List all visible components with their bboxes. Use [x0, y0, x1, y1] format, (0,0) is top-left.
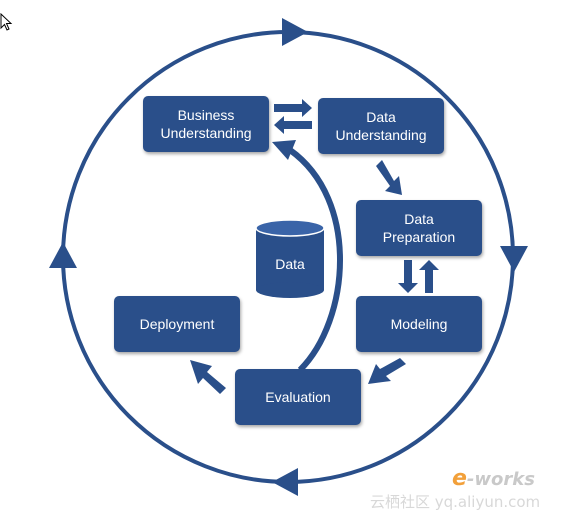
ring-arrowhead-bottom	[272, 468, 298, 496]
deployment-label: Deployment	[139, 316, 215, 332]
arrow-data-understanding-to-preparation	[376, 160, 402, 195]
arrow-data-understanding-to-business	[274, 116, 312, 134]
arrow-modeling-to-evaluation	[368, 358, 406, 384]
data-understanding-label: Data Understanding	[335, 109, 427, 143]
arrow-evaluation-to-deployment	[190, 360, 226, 394]
eworks-logo: e-works	[452, 466, 535, 491]
data-store-label: Data	[275, 256, 305, 272]
data-preparation-box: Data Preparation	[356, 200, 482, 256]
data-preparation-label: Data Preparation	[382, 211, 456, 245]
ring-arrowhead-right	[500, 246, 528, 272]
mouse-pointer-icon	[0, 13, 13, 31]
arrow-evaluation-to-business-curve	[288, 147, 343, 373]
deployment-box: Deployment	[114, 296, 240, 352]
ring-arrowhead-top	[282, 18, 308, 46]
modeling-label: Modeling	[390, 316, 448, 332]
data-cylinder-icon	[255, 219, 325, 298]
evaluation-label: Evaluation	[265, 389, 331, 405]
arrow-preparation-to-modeling	[398, 260, 418, 293]
evaluation-box: Evaluation	[235, 369, 361, 425]
arrow-evaluation-to-business-head	[272, 140, 296, 160]
business-understanding-box: Business Understanding	[143, 96, 269, 152]
modeling-box: Modeling	[356, 296, 482, 352]
arrow-modeling-to-preparation	[419, 260, 439, 293]
business-understanding-label: Business Understanding	[160, 107, 252, 141]
ring-arrowhead-left	[49, 242, 77, 268]
site-watermark: 云栖社区 yq.aliyun.com	[370, 493, 541, 511]
arrow-business-to-data-understanding	[274, 99, 312, 117]
data-understanding-box: Data Understanding	[318, 98, 444, 154]
